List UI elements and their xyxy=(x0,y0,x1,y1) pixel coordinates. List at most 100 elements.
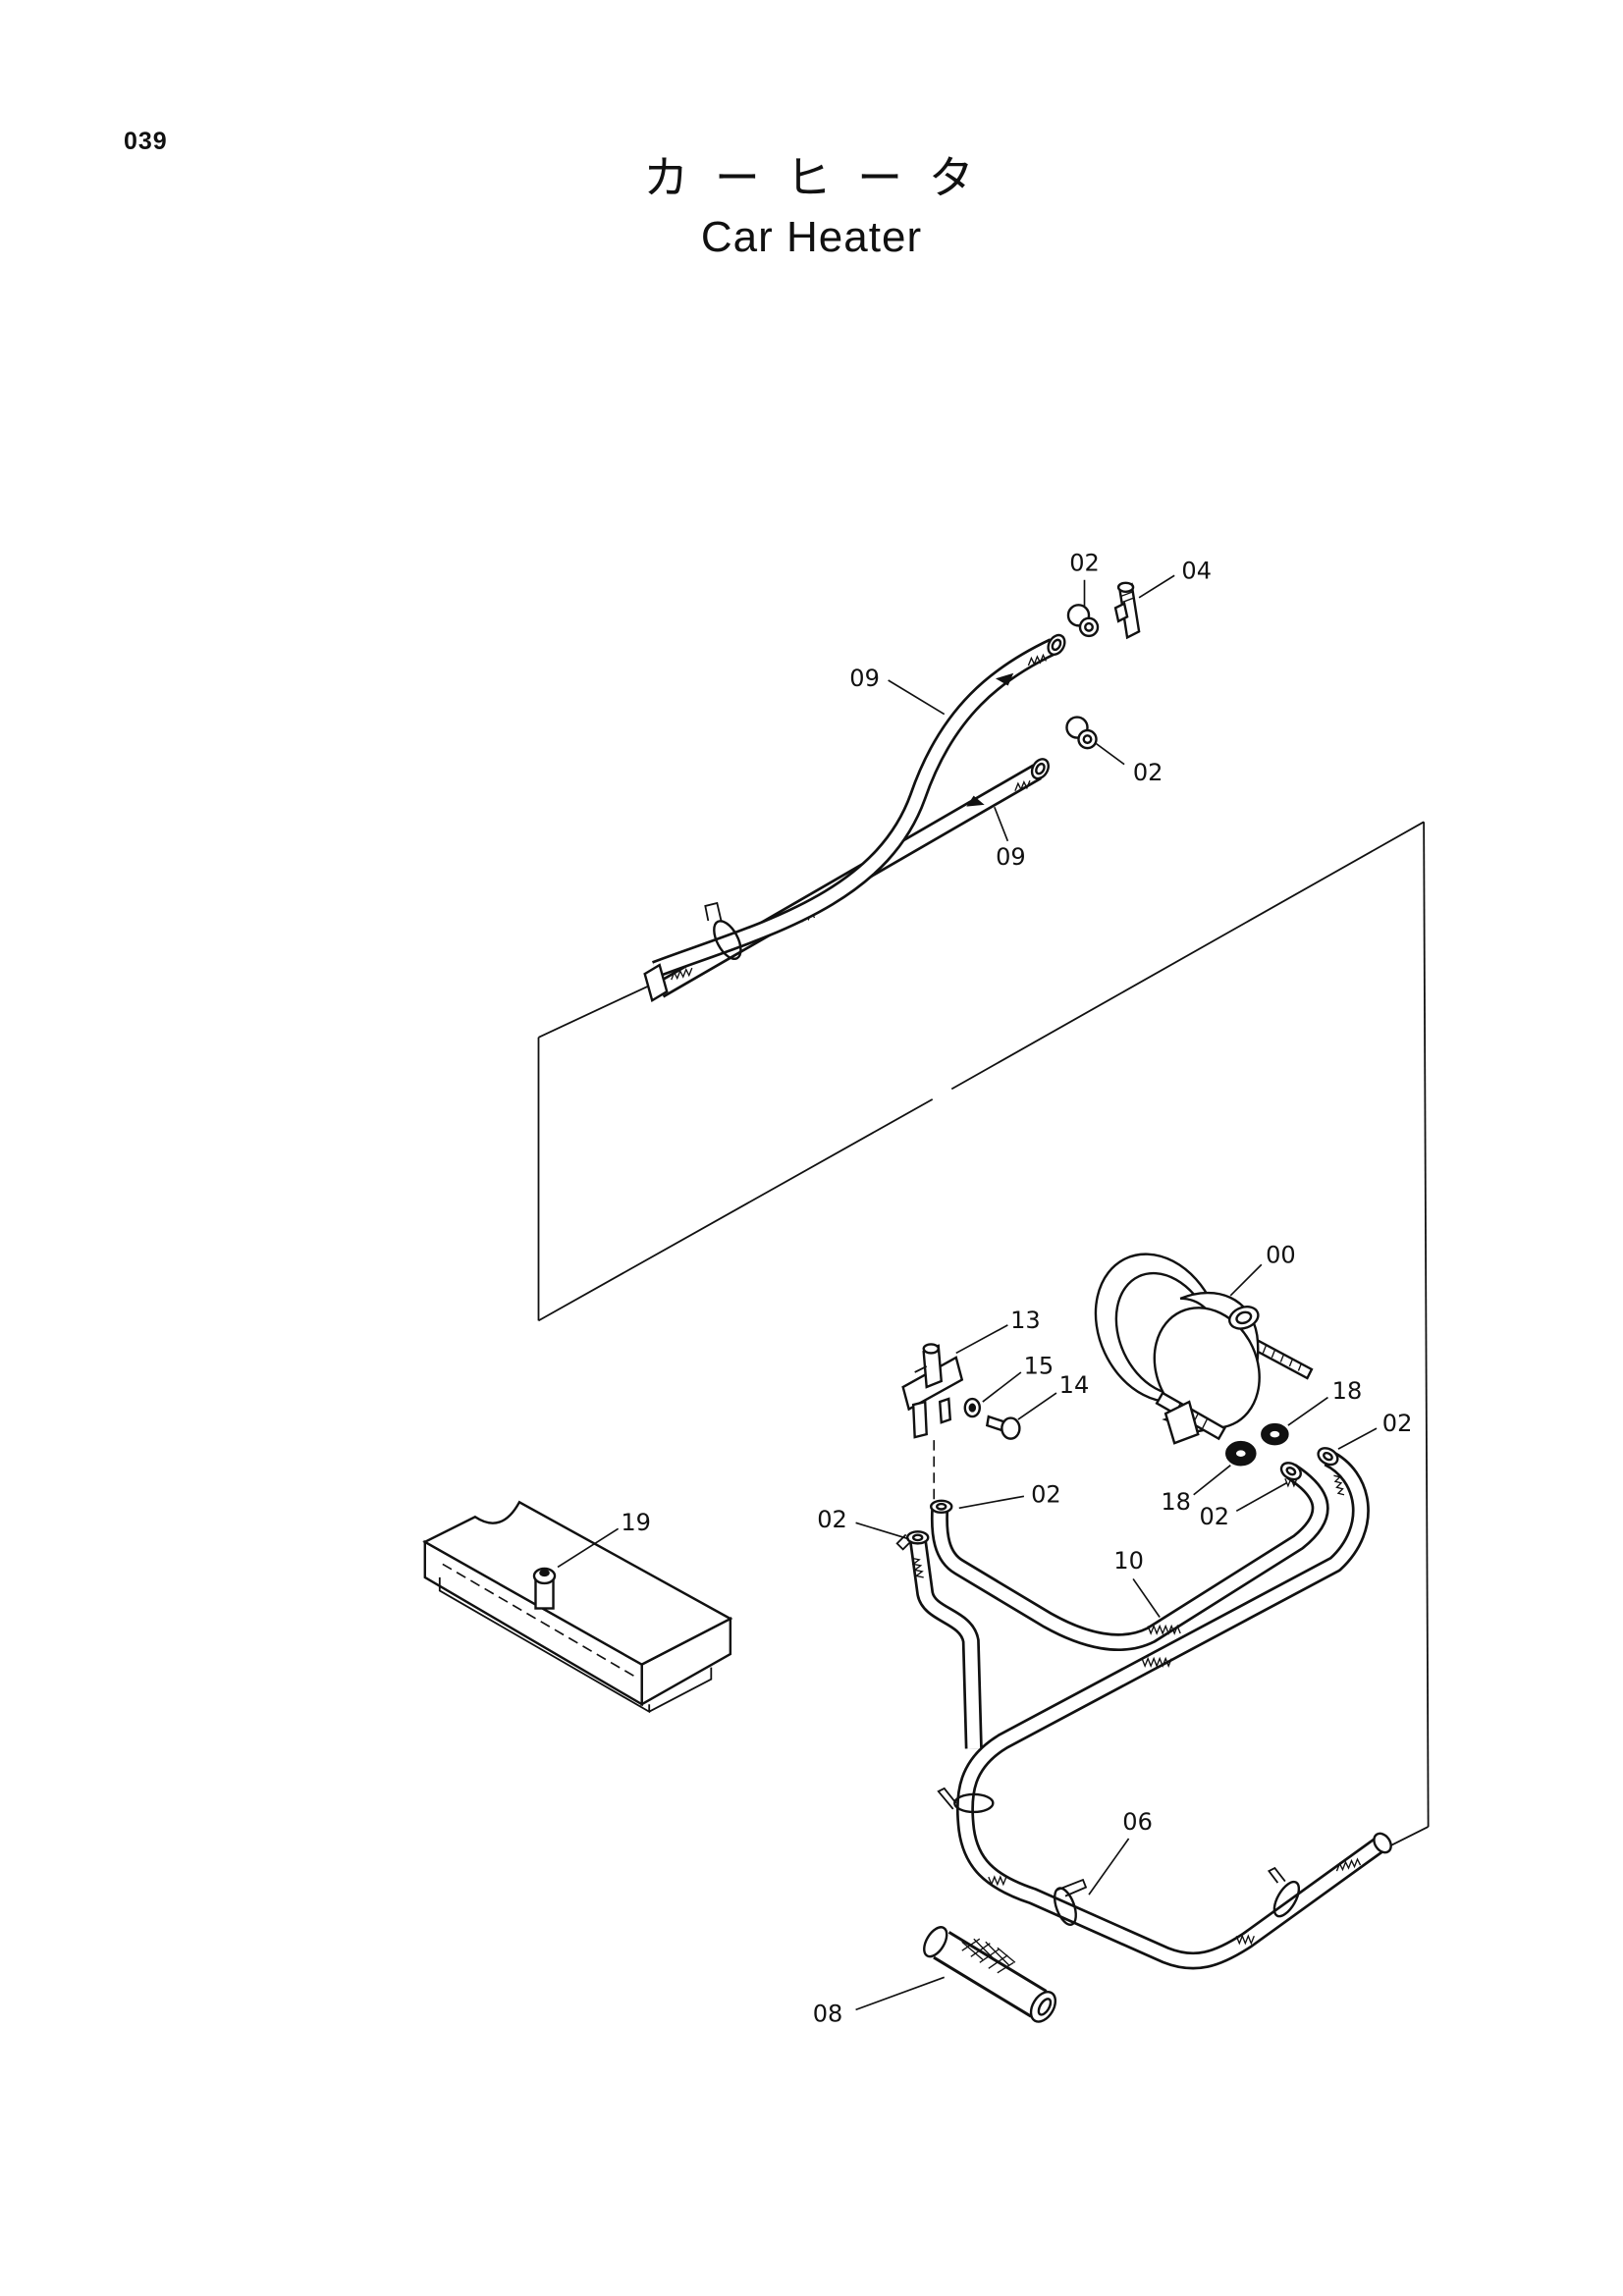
block-top-face xyxy=(422,1500,733,1666)
valve-bracket-13 xyxy=(901,1343,964,1439)
callout-label: 14 xyxy=(1059,1371,1090,1399)
fitting-04 xyxy=(1113,581,1141,640)
heater-hose-06 xyxy=(955,1450,1392,1970)
clamp-ring xyxy=(1078,616,1100,638)
heater-front-cover xyxy=(1153,1307,1261,1429)
hose-hatch xyxy=(1333,1474,1345,1496)
hose-hatch xyxy=(1141,1656,1172,1668)
callout-label: 09 xyxy=(849,665,880,692)
callout-label: 13 xyxy=(1010,1307,1041,1334)
leader-line xyxy=(1132,1577,1161,1618)
callout-label: 10 xyxy=(1113,1547,1144,1575)
callout-label: 02 xyxy=(1133,759,1163,786)
page-title-japanese: カ ー ヒ ー タ xyxy=(643,151,980,204)
leader-line xyxy=(955,1324,1008,1355)
callout-label: 06 xyxy=(1122,1808,1153,1836)
leader-line xyxy=(557,1527,620,1569)
plane-line xyxy=(538,1098,934,1322)
page-title-english: Car Heater xyxy=(700,213,923,261)
plane-line xyxy=(538,985,650,1039)
hose-outline xyxy=(652,638,1057,979)
bolt-thread xyxy=(1262,1345,1303,1371)
hose-piece-08 xyxy=(923,1926,1057,2023)
washer-bore xyxy=(1233,1447,1249,1460)
hose-bore xyxy=(1037,1998,1053,2016)
hose-clamp xyxy=(1323,1452,1333,1462)
leader-line xyxy=(1138,574,1175,599)
hose-core xyxy=(958,1452,1383,1967)
hose-clamp xyxy=(930,1499,953,1514)
callout-label: 09 xyxy=(996,843,1026,871)
hose-clamp xyxy=(905,1530,930,1545)
callout-label: 02 xyxy=(1031,1480,1061,1508)
hose-end xyxy=(1373,1832,1392,1854)
hose-clamp-02-top xyxy=(1066,604,1100,638)
washer-15 xyxy=(963,1397,982,1418)
nut-18 xyxy=(1261,1422,1289,1446)
block-base-plate xyxy=(438,1576,713,1714)
callout-label: 15 xyxy=(1024,1352,1055,1379)
leader-line xyxy=(1287,1396,1328,1426)
leader-line xyxy=(1193,1465,1231,1496)
plane-line xyxy=(1423,822,1430,1827)
heater-bracket xyxy=(1163,1400,1200,1445)
hose-core xyxy=(911,1538,981,1749)
callout-label: 00 xyxy=(1266,1242,1296,1269)
band-clamps-06 xyxy=(937,1787,1301,1926)
valve-outlet xyxy=(938,1397,952,1424)
hose-clamp xyxy=(1285,1467,1297,1476)
nut-bore xyxy=(1268,1428,1282,1440)
hose-09-end-cap xyxy=(643,901,742,1003)
flow-arrow-icon xyxy=(995,672,1014,686)
heater-hose-10 xyxy=(930,1464,1329,1652)
plane-line xyxy=(1389,1826,1430,1847)
callout-labels: 02 04 09 02 09 00 13 15 14 18 02 18 02 0… xyxy=(621,550,1412,2028)
heater-unit-00 xyxy=(1094,1253,1314,1445)
leader-line xyxy=(1096,742,1125,766)
hose-clamp-02-middle xyxy=(1065,716,1098,750)
hose-crosshatch xyxy=(961,1938,1016,1974)
callout-label: 02 xyxy=(1199,1503,1229,1530)
hose-end-cap xyxy=(643,963,669,1003)
fitting-top xyxy=(1116,581,1135,593)
hose-hatch xyxy=(1147,1624,1181,1635)
bolt-head xyxy=(1001,1416,1021,1440)
leader-lines xyxy=(557,574,1378,2011)
hose-hatch xyxy=(1335,1857,1362,1872)
hose-09-upper xyxy=(652,633,1066,979)
plane-line xyxy=(950,821,1425,1091)
leader-line xyxy=(855,1522,909,1540)
hose-clamp-tab xyxy=(704,901,723,923)
band-clamp xyxy=(1272,1880,1301,1918)
leader-line xyxy=(855,1976,946,2011)
block-edge-line xyxy=(442,1563,635,1678)
hose-clamp xyxy=(936,1502,947,1511)
hose-hatch xyxy=(1235,1934,1255,1946)
bolt-14 xyxy=(985,1415,1021,1440)
hose-clamp xyxy=(1317,1447,1339,1467)
callout-label: 08 xyxy=(813,2000,843,2027)
hose-hatch xyxy=(988,1875,1007,1887)
callout-label: 02 xyxy=(1382,1410,1413,1437)
hose-hatch xyxy=(1027,653,1048,667)
leader-line xyxy=(888,679,946,716)
heater-nozzle-bore xyxy=(1235,1310,1253,1325)
mounting-block-19 xyxy=(422,1500,733,1714)
hose-clamp xyxy=(911,1533,924,1542)
washer-bore xyxy=(968,1403,977,1413)
hose-hatch xyxy=(911,1557,924,1578)
callout-label: 02 xyxy=(1069,550,1100,577)
valve-top xyxy=(922,1343,940,1355)
band-clamp-tab xyxy=(1055,1878,1088,1897)
hose-clamp xyxy=(1279,1462,1302,1481)
band-clamp-tab xyxy=(937,1787,957,1810)
hose-core xyxy=(652,640,1056,976)
callout-label: 18 xyxy=(1332,1377,1363,1405)
fitting-thread xyxy=(1120,591,1135,603)
leader-line xyxy=(1235,1482,1287,1513)
leader-line xyxy=(1337,1427,1378,1450)
hose-end xyxy=(923,1926,948,1958)
callout-label: 02 xyxy=(817,1506,847,1533)
page-number: 039 xyxy=(124,128,168,155)
